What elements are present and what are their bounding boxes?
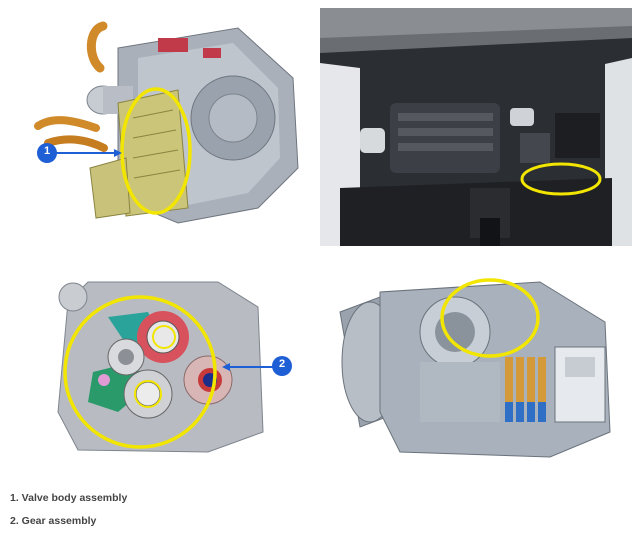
engine-bay-figure (320, 8, 632, 246)
legend-item-gear-assembly: 2. Gear assembly (10, 515, 97, 527)
callout-1-label: 1 (43, 145, 51, 157)
callout-2-label: 2 (278, 358, 286, 370)
transmission-exterior-figure: 1 (8, 8, 308, 246)
legend-item-valve-body: 1. Valve body assembly (10, 492, 128, 504)
transmission-gears-figure: 2 (8, 262, 308, 462)
transmission-cutaway-figure (320, 262, 632, 462)
